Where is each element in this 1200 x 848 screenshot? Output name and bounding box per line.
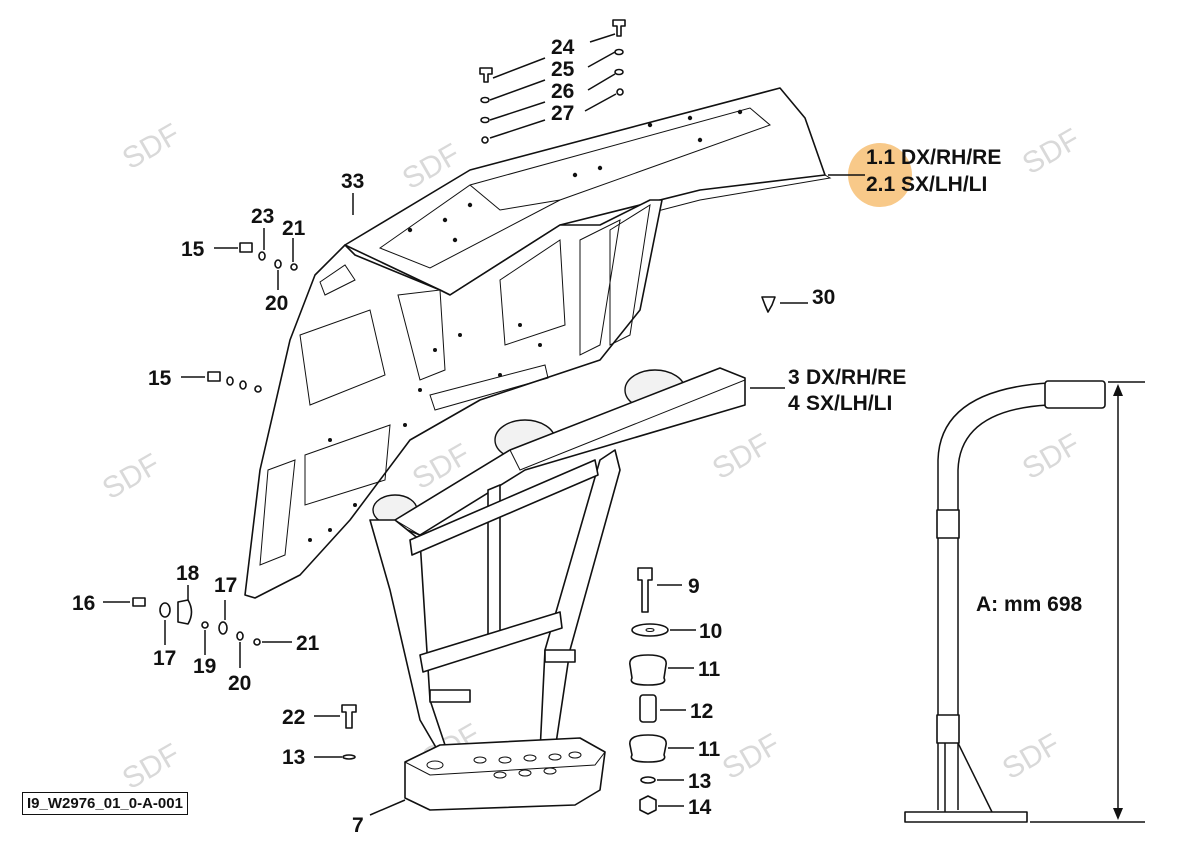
callout-24: 24 bbox=[551, 36, 575, 59]
callout-4-number: 4 bbox=[788, 392, 800, 415]
callout-15: 15 bbox=[181, 238, 205, 261]
callout-4-side: SX/LH/LI bbox=[806, 392, 892, 415]
drawing-reference-code: I9_W2976_01_0-A-001 bbox=[22, 792, 188, 815]
callout-3-number: 3 bbox=[788, 366, 800, 389]
callout-11: 11 bbox=[698, 658, 721, 681]
callout-15: 15 bbox=[148, 367, 172, 390]
callout-16: 16 bbox=[72, 592, 95, 615]
callout-2.1-side: SX/LH/LI bbox=[901, 173, 987, 196]
watermark: SDF bbox=[707, 427, 775, 486]
watermark: SDF bbox=[117, 117, 185, 176]
callout-10: 10 bbox=[699, 620, 722, 643]
dimension-label: A: mm 698 bbox=[976, 593, 1083, 616]
callout-20: 20 bbox=[228, 672, 251, 695]
callout-23: 23 bbox=[251, 205, 274, 228]
callout-14: 14 bbox=[688, 796, 712, 819]
callout-2.1-number: 2.1 bbox=[866, 173, 896, 196]
callout-13: 13 bbox=[688, 770, 711, 793]
watermark: SDF bbox=[1017, 122, 1085, 181]
callout-27: 27 bbox=[551, 102, 574, 125]
callout-7: 7 bbox=[352, 814, 364, 837]
callout-12: 12 bbox=[690, 700, 713, 723]
callout-1.1-side: DX/RH/RE bbox=[901, 146, 1001, 169]
callout-3-side: DX/RH/RE bbox=[806, 366, 906, 389]
callout-22: 22 bbox=[282, 706, 305, 729]
callout-25: 25 bbox=[551, 58, 575, 81]
support-bracket bbox=[369, 367, 746, 811]
callout-18: 18 bbox=[176, 562, 200, 585]
callout-20: 20 bbox=[265, 292, 288, 315]
selected-part-highlight bbox=[848, 143, 912, 207]
callout-9: 9 bbox=[688, 575, 700, 598]
watermark: SDF bbox=[97, 447, 165, 506]
callout-26: 26 bbox=[551, 80, 574, 103]
fastener-parts bbox=[132, 19, 776, 815]
callout-17: 17 bbox=[214, 574, 237, 597]
callout-13: 13 bbox=[282, 746, 305, 769]
callout-33: 33 bbox=[341, 170, 364, 193]
side-view-drawing bbox=[904, 380, 1145, 823]
callout-1.1-number: 1.1 bbox=[866, 146, 896, 169]
callout-21: 21 bbox=[282, 217, 306, 240]
watermark: SDF bbox=[117, 737, 185, 796]
fender-panel bbox=[244, 87, 832, 599]
callout-21: 21 bbox=[296, 632, 320, 655]
callout-11: 11 bbox=[698, 738, 721, 761]
callout-30: 30 bbox=[812, 286, 835, 309]
callout-19: 19 bbox=[193, 655, 216, 678]
watermark: SDF bbox=[717, 727, 785, 786]
watermark: SDF bbox=[1017, 427, 1085, 486]
watermark: SDF bbox=[997, 727, 1065, 786]
callout-labels: 24 25 26 27 33 23 21 15 20 15 30 1.1 DX/… bbox=[72, 36, 1083, 837]
leader-lines bbox=[103, 33, 865, 816]
callout-17: 17 bbox=[153, 647, 176, 670]
